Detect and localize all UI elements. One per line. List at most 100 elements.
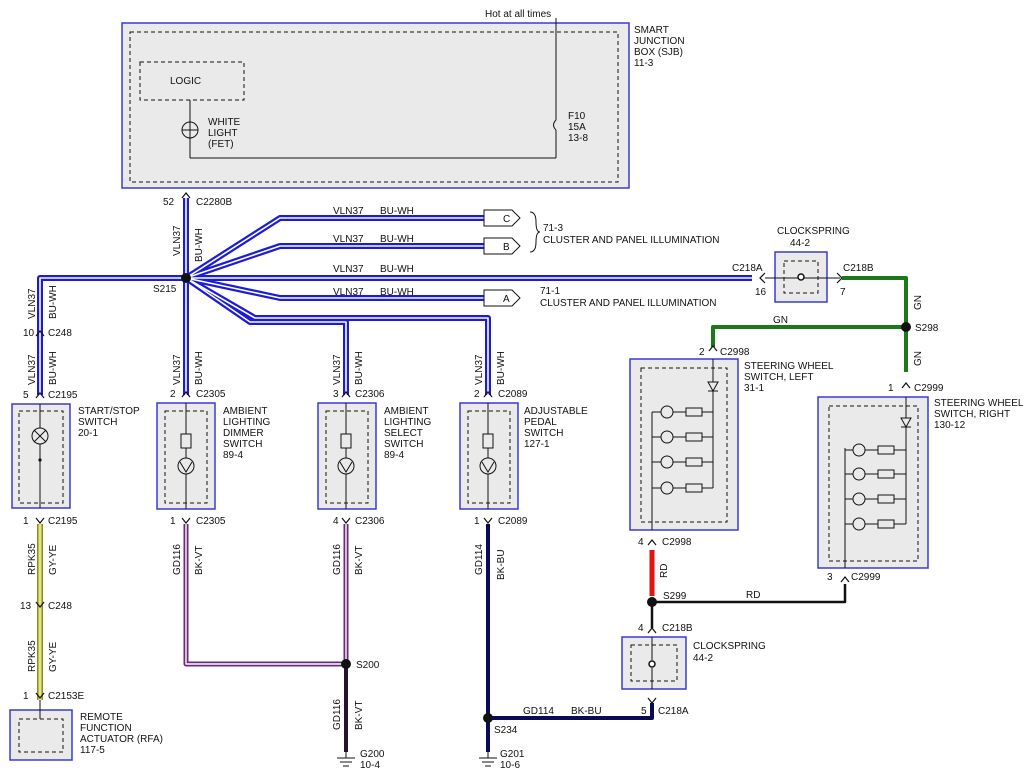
sw-left-title: STEERING WHEEL: [744, 361, 834, 372]
sw-left-pin-top: 2: [699, 347, 705, 358]
pedal-ref: 127-1: [524, 439, 550, 450]
branch-clockspring-color: BU-WH: [380, 264, 414, 275]
select-ref: 89-4: [384, 450, 404, 461]
connector-c2089-bot: C2089: [498, 516, 528, 527]
splice-s234-label: S234: [494, 725, 518, 736]
clockspring-top-ref: 44-2: [790, 238, 810, 249]
branch-b-color: BU-WH: [380, 234, 414, 245]
led-switch-icon-6: [845, 467, 906, 481]
connector-c2999-top: C2999: [914, 383, 944, 394]
rfa-title-2: FUNCTION: [80, 723, 132, 734]
pin-7: 7: [840, 287, 846, 298]
sw-left-ref: 31-1: [744, 383, 764, 394]
dimmer-color-label: BU-WH: [194, 351, 205, 385]
startstop-color-label-2: BU-WH: [48, 351, 59, 385]
startstop-title-2: SWITCH: [78, 417, 117, 428]
select-gnd-circuit: GD116: [332, 699, 343, 730]
connector-c2306-top-icon: [341, 391, 351, 398]
start-stop-switch: [11, 403, 71, 509]
pedal-title: ADJUSTABLE: [524, 406, 588, 417]
sw-right-ref: 130-12: [934, 420, 966, 431]
pedal-out-circuit: GD114: [474, 544, 485, 575]
connector-c2280b-icon: [181, 192, 191, 199]
rfa-title: REMOTE: [80, 712, 123, 723]
select-title: AMBIENT: [384, 406, 428, 417]
gn-wire-right: [842, 276, 908, 372]
connector-c218a-bot: C218A: [658, 706, 689, 717]
dimmer-title-4: SWITCH: [223, 439, 262, 450]
connector-c2306-bot-icon: [341, 517, 351, 524]
led-switch-icon-4: [652, 481, 713, 495]
rpk35-color-label: GY-YE: [48, 544, 59, 575]
gn-color-label: GN: [913, 295, 924, 310]
rd-return-wire: [652, 584, 847, 604]
fuse-ref: 13-8: [568, 133, 588, 144]
ground-g201: G201: [500, 749, 525, 760]
steering-wheel-switch-left: [629, 358, 739, 531]
sjb-title: SMART: [634, 25, 669, 36]
adjustable-pedal-switch: [459, 402, 519, 510]
dimmer-title-2: LIGHTING: [223, 417, 270, 428]
startstop-pin-top: 5: [23, 390, 29, 401]
fuse-rating: 15A: [568, 122, 586, 133]
splice-s215-label: S215: [153, 284, 177, 295]
ground-g200-icon: [337, 752, 355, 767]
connector-c2089-top: C2089: [498, 389, 528, 400]
clockspring-top-title: CLOCKSPRING: [777, 226, 850, 237]
branch-c-color: BU-WH: [380, 206, 414, 217]
logic-label: LOGIC: [170, 76, 201, 87]
connector-c2999-bot: C2999: [851, 572, 881, 583]
dimmer-title-3: DIMMER: [223, 428, 264, 439]
pin-16: 16: [755, 287, 767, 298]
clockspring-bot-pin-top: 4: [638, 623, 644, 634]
trunk-circuit-label: VLN37: [172, 225, 183, 256]
clockspring-bot-pin-bot: 5: [641, 706, 647, 717]
select-out-color: BK-VT: [354, 546, 365, 575]
branch-a-color: BU-WH: [380, 287, 414, 298]
splice-s298-label: S298: [915, 323, 939, 334]
startstop-title: START/STOP: [78, 406, 140, 417]
sw-right-pin-top: 1: [888, 383, 894, 394]
select-out-circuit: GD116: [332, 544, 343, 575]
sjb-title-3: BOX (SJB): [634, 47, 683, 58]
led-switch-icon-8: [845, 517, 906, 531]
led-switch-icon: [652, 405, 713, 419]
connector-c2305-bot: C2305: [196, 516, 226, 527]
tag-c-label: C: [503, 214, 510, 225]
ground-g201-ref: 10-6: [500, 760, 520, 771]
connector-c218a: C218A: [732, 263, 763, 274]
ref-71-1: 71-1: [540, 286, 560, 297]
splice-s200-label: S200: [356, 660, 380, 671]
clockspring-bot-ref: 44-2: [693, 653, 713, 664]
sjb-title-2: JUNCTION: [634, 36, 685, 47]
pedal-pin-bot: 1: [474, 516, 480, 527]
startstop-pin-bot: 1: [23, 516, 29, 527]
connector-c2153e-icon: [35, 692, 45, 699]
gd116-dimmer-wire: [183, 524, 346, 667]
connector-c2195-top: C2195: [48, 390, 78, 401]
connector-c248b: C248: [48, 601, 72, 612]
connector-c2998-top-icon: [708, 345, 718, 352]
gd114-h-color: BK-BU: [571, 706, 602, 717]
sw-left-pin-bot: 4: [638, 537, 644, 548]
gn-color-label-3: GN: [773, 315, 788, 326]
steering-wheel-switch-right: [817, 396, 929, 569]
splice-s299-label: S299: [663, 591, 687, 602]
clockspring-bot-title: CLOCKSPRING: [693, 641, 766, 652]
tag-c: C: [483, 209, 521, 227]
sw-left-title-2: SWITCH, LEFT: [744, 372, 813, 383]
connector-c248: C248: [48, 328, 72, 339]
vln37-harness: [37, 198, 752, 395]
startstop-circuit-label: VLN37: [27, 288, 38, 319]
pedal-circuit-label: VLN37: [474, 354, 485, 385]
trunk-color-label: BU-WH: [194, 228, 205, 262]
connector-c2998-top: C2998: [720, 347, 750, 358]
connector-c218a-icon: [759, 272, 766, 284]
dimmer-title: AMBIENT: [223, 406, 267, 417]
connector-c2305-top: C2305: [196, 389, 226, 400]
dimmer-pin-top: 2: [170, 389, 176, 400]
dimmer-circuit-label: VLN37: [172, 354, 183, 385]
smart-junction-box: LOGIC WHITE LIGHT (FET) F10 15A 13-8 SMA…: [121, 18, 685, 189]
